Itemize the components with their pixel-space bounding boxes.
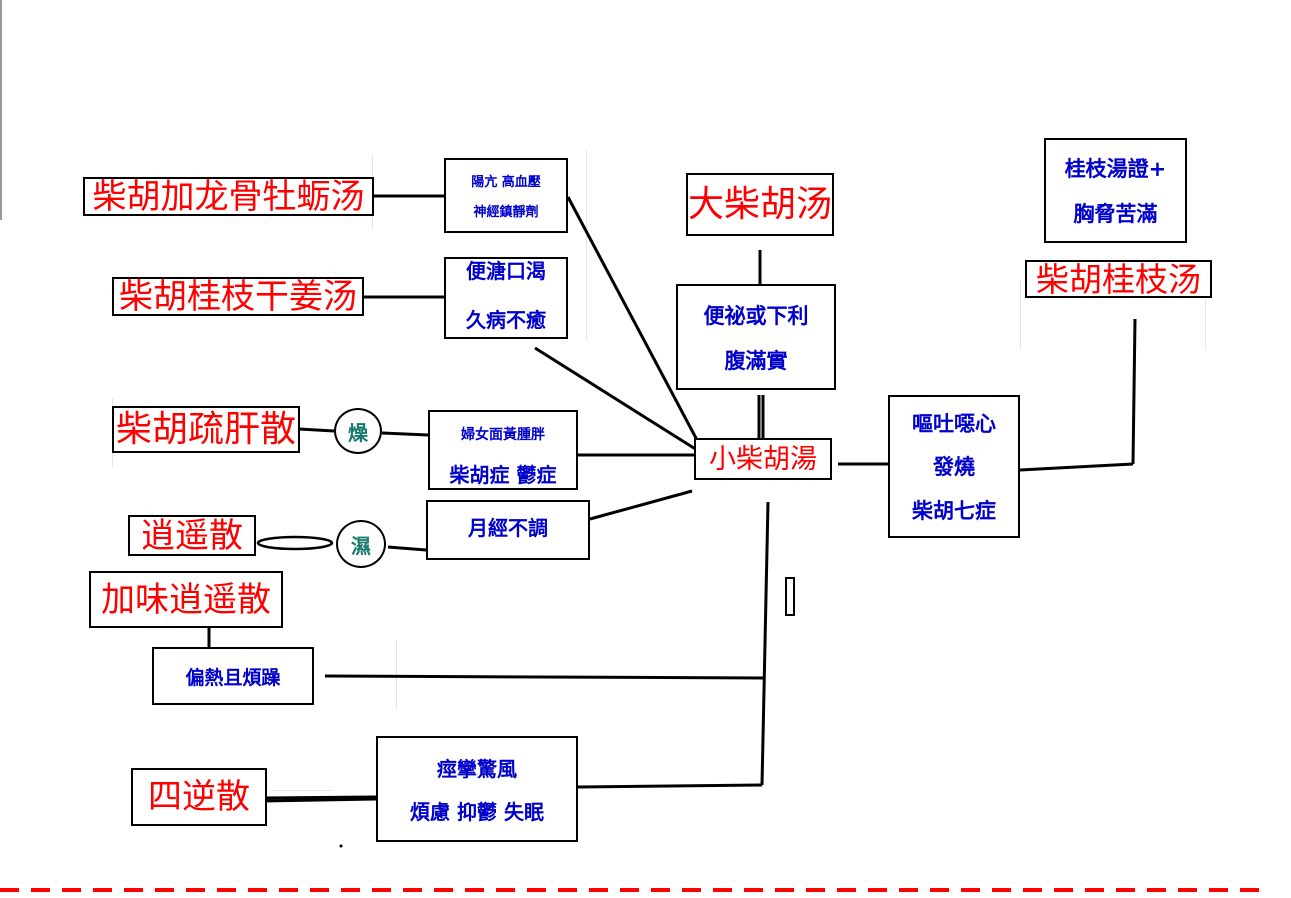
formula-label: 逍遥散 <box>141 515 243 556</box>
guide-line <box>0 0 2 220</box>
formula-chaihu-guizhi: 柴胡桂枝汤 <box>1025 260 1212 298</box>
note-guizhi-zheng: 桂枝湯證+ 胸脅苦滿 <box>1044 138 1187 243</box>
formula-dachaihu: 大柴胡汤 <box>686 173 834 236</box>
note-jingluan: 痙攣驚風 煩慮 抑鬱 失眠 <box>376 736 578 842</box>
guide-line <box>1020 280 1021 350</box>
note-line: 煩慮 抑鬱 失眠 <box>410 800 544 824</box>
note-line: 偏熱且煩躁 <box>185 666 281 689</box>
formula-label: 柴胡桂枝汤 <box>1036 259 1201 299</box>
note-line: 柴胡七症 <box>912 499 996 524</box>
note-line: 腹滿實 <box>724 348 788 373</box>
note-line: 便溏口渴 <box>466 259 546 283</box>
guide-line <box>586 150 587 340</box>
formula-shugan: 柴胡疏肝散 <box>112 406 300 453</box>
note-line: 桂枝湯證+ <box>1064 157 1167 182</box>
note-outu: 嘔吐噁心 發燒 柴胡七症 <box>888 395 1020 538</box>
formula-guizhi-ganjiang: 柴胡桂枝干姜汤 <box>112 277 364 316</box>
formula-sini: 四逆散 <box>131 768 267 826</box>
note-line: 陽亢 高血壓 <box>471 175 541 191</box>
note-line: 痙攣驚風 <box>437 757 517 781</box>
note-line: 婦女面黃腫胖 <box>461 427 545 443</box>
guide-line <box>1205 280 1206 350</box>
note-line: 月經不調 <box>468 516 548 540</box>
note-funu: 婦女面黃腫胖 柴胡症 鬱症 <box>428 410 578 490</box>
badge-zao: 燥 <box>334 408 382 454</box>
note-pianre: 偏熱且煩躁 <box>152 647 314 705</box>
note-bian-tang: 便溏口渴 久病不癒 <box>444 257 568 339</box>
guide-line <box>270 790 332 791</box>
formula-label: 大柴胡汤 <box>688 183 833 225</box>
note-line: 便祕或下利 <box>703 303 809 328</box>
formula-label: 柴胡加龙骨牡蛎汤 <box>92 176 365 217</box>
note-bianmi: 便祕或下利 腹滿實 <box>676 284 836 390</box>
formula-longgu-muli: 柴胡加龙骨牡蛎汤 <box>83 177 374 216</box>
formula-xiaoyao: 逍遥散 <box>128 515 256 556</box>
formula-jiawei-xiaoyao: 加味逍遥散 <box>89 571 283 628</box>
note-line: 神經鎮靜劑 <box>473 204 539 220</box>
formula-label: 柴胡桂枝干姜汤 <box>119 276 357 317</box>
formula-label: 柴胡疏肝散 <box>115 408 296 450</box>
formula-label: 四逆散 <box>148 777 250 817</box>
note-line: 久病不癒 <box>466 308 546 332</box>
formula-label: 加味逍遥散 <box>101 579 271 620</box>
formula-label: 小柴胡湯 <box>709 443 817 475</box>
badge-shi: 濕 <box>336 520 386 568</box>
formula-xiaochaihu: 小柴胡湯 <box>694 438 832 480</box>
note-line: 發燒 <box>933 455 975 480</box>
note-line: 胸脅苦滿 <box>1073 201 1158 226</box>
note-line: 柴胡症 鬱症 <box>449 463 557 487</box>
note-yuejing: 月經不調 <box>426 500 590 560</box>
note-line: 嘔吐噁心 <box>912 411 996 436</box>
note-yang-kang: 陽亢 高血壓 神經鎮靜劑 <box>444 158 568 233</box>
